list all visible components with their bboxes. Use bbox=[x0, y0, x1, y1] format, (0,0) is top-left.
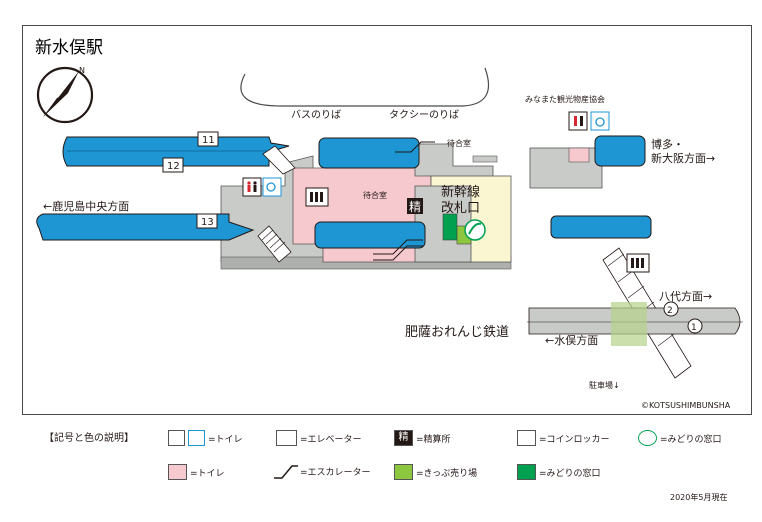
svg-text:精: 精 bbox=[409, 200, 421, 214]
fare-adjust-icon: 精 bbox=[407, 198, 423, 214]
shinkansen-upper-platform bbox=[318, 137, 420, 169]
bus-stop-label: バスのりば bbox=[291, 109, 341, 121]
waiting-room-center-label: 待合室 bbox=[363, 190, 387, 200]
midori-window-zone bbox=[442, 213, 458, 241]
track-1-label: 1 bbox=[691, 323, 697, 333]
platform-11-12 bbox=[62, 136, 290, 167]
midori-window-swatch bbox=[517, 464, 536, 480]
shinkansen-gate-label-1: 新幹線 bbox=[441, 184, 480, 200]
copyright: ©KOTSUSHIMBUNSHA bbox=[641, 401, 731, 410]
ticket-area-swatch bbox=[394, 464, 413, 480]
yatsushiro-direction: 八代方面→ bbox=[659, 289, 712, 303]
hakata-platform bbox=[594, 135, 646, 167]
shinkansen-gate-label-2: 改札口 bbox=[441, 201, 480, 216]
legend-midori-icon: =みどりの窓口 bbox=[638, 430, 722, 446]
accessible-toilet-icon bbox=[188, 430, 205, 446]
elevator-icon bbox=[305, 187, 329, 207]
legend-escalator: =エスカレーター bbox=[272, 460, 371, 482]
elevator-icon-east bbox=[626, 253, 650, 273]
escalator-icon bbox=[373, 141, 435, 261]
midori-window-icon bbox=[638, 430, 657, 446]
hakata-direction-2: 新大阪方面→ bbox=[651, 151, 715, 165]
minamata-tourism-label: みなまた観光物産協会 bbox=[525, 94, 605, 104]
parking-label: 駐車場↓ bbox=[589, 380, 620, 390]
toilet-icon bbox=[168, 430, 185, 446]
legend-fare-adjust: 精 =精算所 bbox=[394, 430, 451, 446]
map-title: 新水俣駅 bbox=[35, 38, 103, 58]
hakata-direction-1: 博多・ bbox=[651, 137, 684, 151]
accessible-toilet-icon bbox=[262, 177, 282, 197]
platform-13 bbox=[36, 213, 255, 241]
toilet-icon-east bbox=[568, 111, 610, 131]
track-12-label: 12 bbox=[167, 161, 180, 172]
minamata-direction: ←水俣方面 bbox=[545, 333, 598, 347]
legend-coin-locker: =コインロッカー bbox=[517, 430, 610, 446]
track-11-label: 11 bbox=[202, 135, 215, 146]
legend-midori-color: =みどりの窓口 bbox=[517, 464, 601, 480]
compass-icon: N bbox=[36, 66, 94, 124]
waiting-room-upper-label: 待合室 bbox=[447, 138, 471, 148]
station-map-drawing: 新水俣駅 N バスのりば タクシーのりば 11 12 bbox=[35, 38, 743, 410]
date-note: 2020年5月現在 bbox=[670, 493, 728, 502]
pink-toilet-east bbox=[568, 147, 590, 163]
kagoshima-direction: ←鹿児島中央方面 bbox=[43, 199, 129, 213]
coin-locker-icon bbox=[517, 430, 536, 446]
legend-ticket-area: =きっぷ売り場 bbox=[394, 464, 477, 480]
legend-toilet: =トイレ bbox=[168, 430, 243, 446]
legend-title: 【記号と色の説明】 bbox=[44, 433, 134, 444]
elevator-icon bbox=[276, 430, 297, 446]
taxi-stand-label: タクシーのりば bbox=[389, 109, 459, 121]
midori-window-icon bbox=[464, 219, 486, 241]
toilet-color-swatch bbox=[168, 464, 187, 480]
legend-elevator: =エレベーター bbox=[276, 430, 362, 446]
escalator-icon bbox=[274, 465, 298, 479]
svg-text:N: N bbox=[79, 66, 85, 75]
legend-toilet-color: =トイレ bbox=[168, 464, 225, 480]
bus-taxi-road bbox=[240, 67, 490, 107]
track-2-label: 2 bbox=[667, 306, 673, 316]
shinkansen-lower-platform bbox=[314, 221, 426, 249]
toilet-icon bbox=[242, 177, 262, 197]
track-13-label: 13 bbox=[201, 217, 214, 228]
hisatsu-orange-label: 肥薩おれんじ鉄道 bbox=[405, 325, 509, 340]
fare-adjust-icon: 精 bbox=[394, 430, 413, 446]
station-map: 新水俣駅 N バスのりば タクシーのりば 11 12 bbox=[22, 25, 752, 415]
minamata-platform bbox=[550, 215, 652, 239]
